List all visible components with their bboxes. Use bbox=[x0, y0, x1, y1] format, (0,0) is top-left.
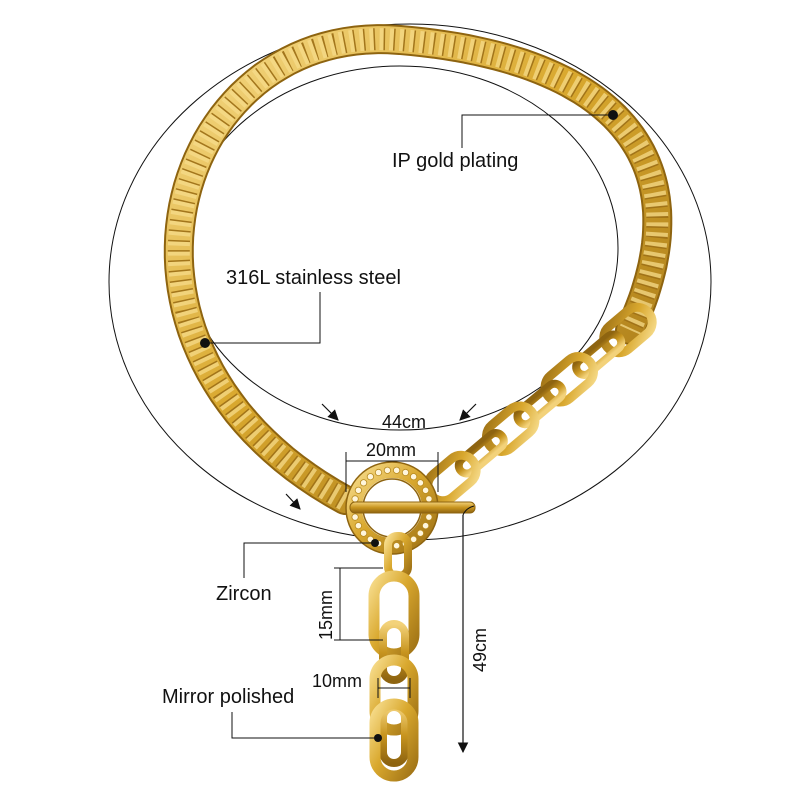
label-zircon: Zircon bbox=[216, 583, 272, 605]
zircon-stone bbox=[421, 522, 430, 530]
zircon-stone bbox=[359, 479, 368, 487]
zircon-stone bbox=[425, 495, 433, 503]
label-plating: IP gold plating bbox=[392, 150, 518, 172]
callout-mirror: Mirror polished bbox=[162, 686, 382, 742]
callout-plating: IP gold plating bbox=[392, 110, 618, 172]
callout-steel: 316L stainless steel bbox=[200, 267, 401, 348]
zircon-stone bbox=[416, 479, 424, 487]
zircon-stone bbox=[354, 486, 362, 494]
toggle-bar bbox=[349, 501, 476, 514]
curb-chain-links bbox=[167, 28, 669, 510]
dim-total-drop: 49cm bbox=[470, 628, 490, 672]
dim-clasp-width: 20mm bbox=[366, 440, 416, 460]
zircon-stone bbox=[392, 466, 401, 474]
cable-link bbox=[454, 429, 508, 478]
label-mirror: Mirror polished bbox=[162, 686, 294, 708]
outer-arrow-left bbox=[285, 493, 301, 510]
zircon-stone bbox=[351, 513, 359, 521]
callout-zircon: Zircon bbox=[216, 539, 379, 605]
outer-dimension-ellipse bbox=[108, 23, 712, 541]
cable-link bbox=[513, 379, 567, 429]
callout-dot bbox=[371, 539, 379, 547]
dim-chain-length: 44cm bbox=[382, 412, 426, 432]
zircon-stone bbox=[416, 529, 424, 537]
zircon-stone bbox=[392, 542, 401, 550]
dimension-44cm: 44cm bbox=[321, 403, 477, 432]
curb-chain bbox=[163, 24, 673, 515]
zircon-stone bbox=[366, 473, 374, 481]
callout-dot bbox=[200, 338, 210, 348]
zircon-stone bbox=[359, 529, 368, 537]
zircon-stone bbox=[425, 513, 433, 521]
dimension-49cm: 49cm bbox=[457, 505, 490, 754]
zircon-stone bbox=[421, 486, 430, 494]
zircon-stone bbox=[409, 473, 418, 481]
cable-link bbox=[482, 401, 540, 456]
dim-link-width: 10mm bbox=[312, 671, 362, 691]
drop-link bbox=[379, 620, 409, 684]
drop-link bbox=[369, 654, 419, 736]
callout-dot bbox=[374, 734, 382, 742]
drop-link bbox=[368, 570, 420, 660]
zircon-stone bbox=[383, 466, 391, 474]
cable-link bbox=[599, 302, 657, 358]
dimension-10mm: 10mm bbox=[312, 671, 411, 698]
zircon-stone bbox=[354, 522, 362, 530]
dimension-20mm: 20mm bbox=[345, 440, 439, 492]
cable-link bbox=[572, 330, 626, 379]
zircon-stone bbox=[374, 468, 383, 477]
dim-link-length: 15mm bbox=[316, 590, 336, 640]
toggle-clasp bbox=[345, 461, 476, 580]
cable-link bbox=[540, 352, 598, 407]
zircon-stone bbox=[401, 468, 410, 477]
zircon-stone bbox=[351, 495, 359, 503]
pendant-drop-chain bbox=[368, 570, 420, 782]
label-steel: 316L stainless steel bbox=[226, 267, 401, 289]
dimension-15mm: 15mm bbox=[316, 567, 383, 641]
curb-chain-grooves bbox=[167, 28, 669, 510]
